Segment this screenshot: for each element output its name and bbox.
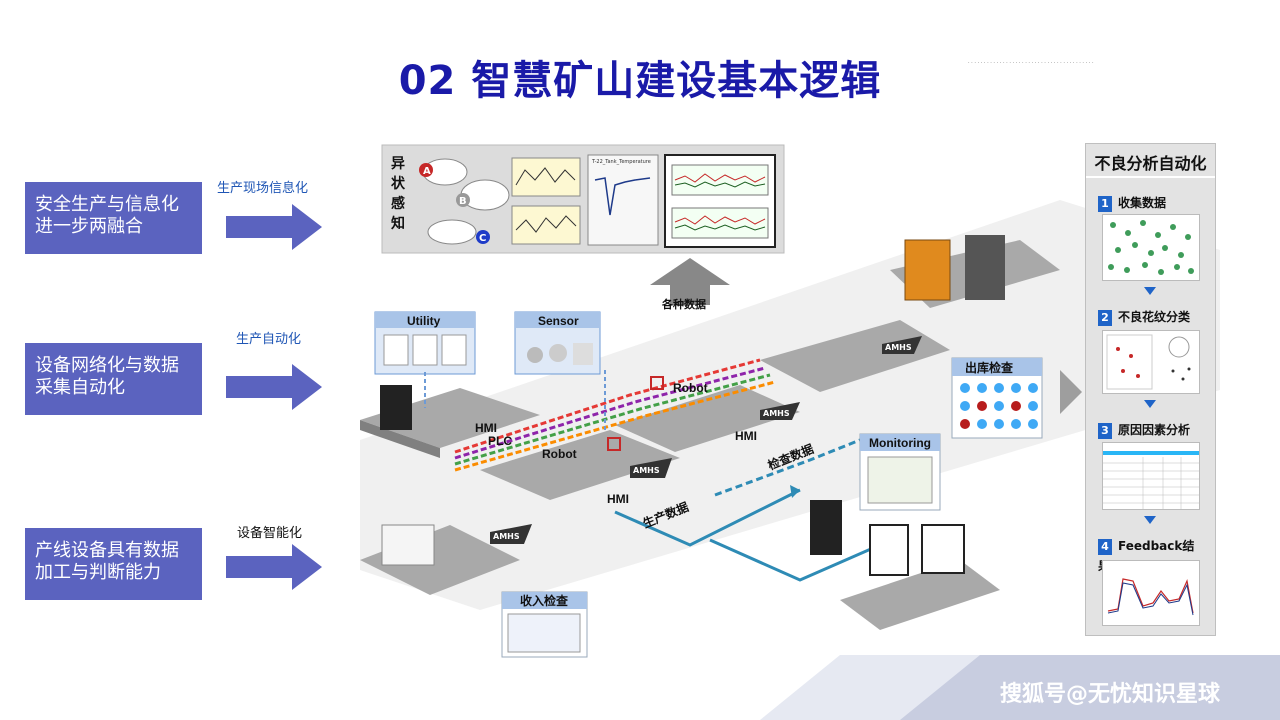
hmi-label-2: HMI	[607, 492, 629, 506]
down-arrow-icon	[1144, 287, 1156, 295]
amhs-label-4: AMHS	[493, 532, 520, 541]
inbound-label: 收入检查	[520, 593, 569, 608]
node-b: B	[459, 196, 467, 207]
amhs-label-3: AMHS	[885, 343, 912, 352]
factory-diagram: 异 状 感 知 A B C T-22_Tank_Temperature 各种数据…	[360, 144, 1220, 658]
page-title: 02 智慧矿山建设基本逻辑	[398, 58, 882, 104]
sensor-label: Sensor	[538, 314, 579, 328]
label-equipment-intelligence: 设备智能化	[237, 526, 303, 541]
table-thumbnail	[1102, 442, 1200, 510]
down-arrow-icon	[1144, 400, 1156, 408]
label-automation: 生产自动化	[236, 332, 302, 347]
mini-chart-title: T-22_Tank_Temperature	[591, 159, 651, 165]
various-data-label: 各种数据	[661, 297, 706, 311]
amhs-label-1: AMHS	[633, 466, 660, 475]
monitoring-label: Monitoring	[869, 436, 931, 450]
step-1: 1 收集数据	[1098, 192, 1203, 212]
anomaly-label-2: 状	[391, 175, 406, 191]
utility-label: Utility	[407, 314, 441, 328]
anomaly-label-3: 感	[391, 195, 405, 211]
left-box-2: 设备网络化与数据采集自动化	[25, 343, 202, 415]
step-3-number: 3	[1098, 423, 1112, 439]
step-1-number: 1	[1098, 196, 1112, 212]
step-4-number: 4	[1098, 539, 1112, 555]
anomaly-label-4: 知	[391, 215, 405, 231]
defect-analysis-sidebar: 不良分析自动化 1 收集数据 2 不良花纹分类 3 原因因素分析	[1085, 143, 1216, 636]
anomaly-label-1: 异	[391, 155, 405, 171]
arrow-right-icon	[226, 204, 322, 250]
arrow-right-icon	[226, 364, 322, 410]
node-c: C	[479, 233, 486, 244]
arrow-right-icon	[226, 544, 322, 590]
left-box-3: 产线设备具有数据加工与判断能力	[25, 528, 202, 600]
robot-label-2: Robot	[673, 381, 708, 395]
watermark: 搜狐号@无忧知识星球	[1000, 682, 1221, 707]
node-a: A	[423, 166, 431, 177]
anomaly-panel: 异 状 感 知 A B C T-22_Tank_Temperature	[381, 144, 785, 254]
hmi-label-3: HMI	[735, 429, 757, 443]
step-3-label: 原因因素分析	[1118, 423, 1191, 437]
hmi-label-1: HMI	[475, 421, 497, 435]
step-3: 3 原因因素分析	[1098, 419, 1203, 439]
down-arrow-icon	[1144, 516, 1156, 524]
amhs-label-2: AMHS	[763, 409, 790, 418]
node-a-icon	[419, 163, 433, 177]
node-b-icon	[456, 193, 470, 207]
robot-label-1: Robot	[542, 447, 577, 461]
node-c-icon	[476, 230, 490, 244]
left-box-1: 安全生产与信息化进一步两融合	[25, 182, 202, 254]
bottom-decoration	[760, 655, 1280, 720]
step-2: 2 不良花纹分类	[1098, 306, 1203, 326]
step-2-number: 2	[1098, 310, 1112, 326]
fine-print: · · · · · · · · · · · · · · · · · · · · …	[968, 60, 1094, 66]
feedback-thumbnail	[1102, 560, 1200, 626]
plc-label: PLC	[488, 434, 512, 448]
sidebar-title: 不良分析自动化	[1094, 154, 1207, 173]
step-2-label: 不良花纹分类	[1118, 310, 1191, 324]
outbound-label: 出库检查	[965, 360, 1014, 375]
scatter-thumbnail	[1102, 214, 1200, 281]
step-1-label: 收集数据	[1118, 196, 1167, 210]
pattern-thumbnail	[1102, 330, 1200, 394]
label-site-informatization: 生产现场信息化	[217, 181, 309, 196]
